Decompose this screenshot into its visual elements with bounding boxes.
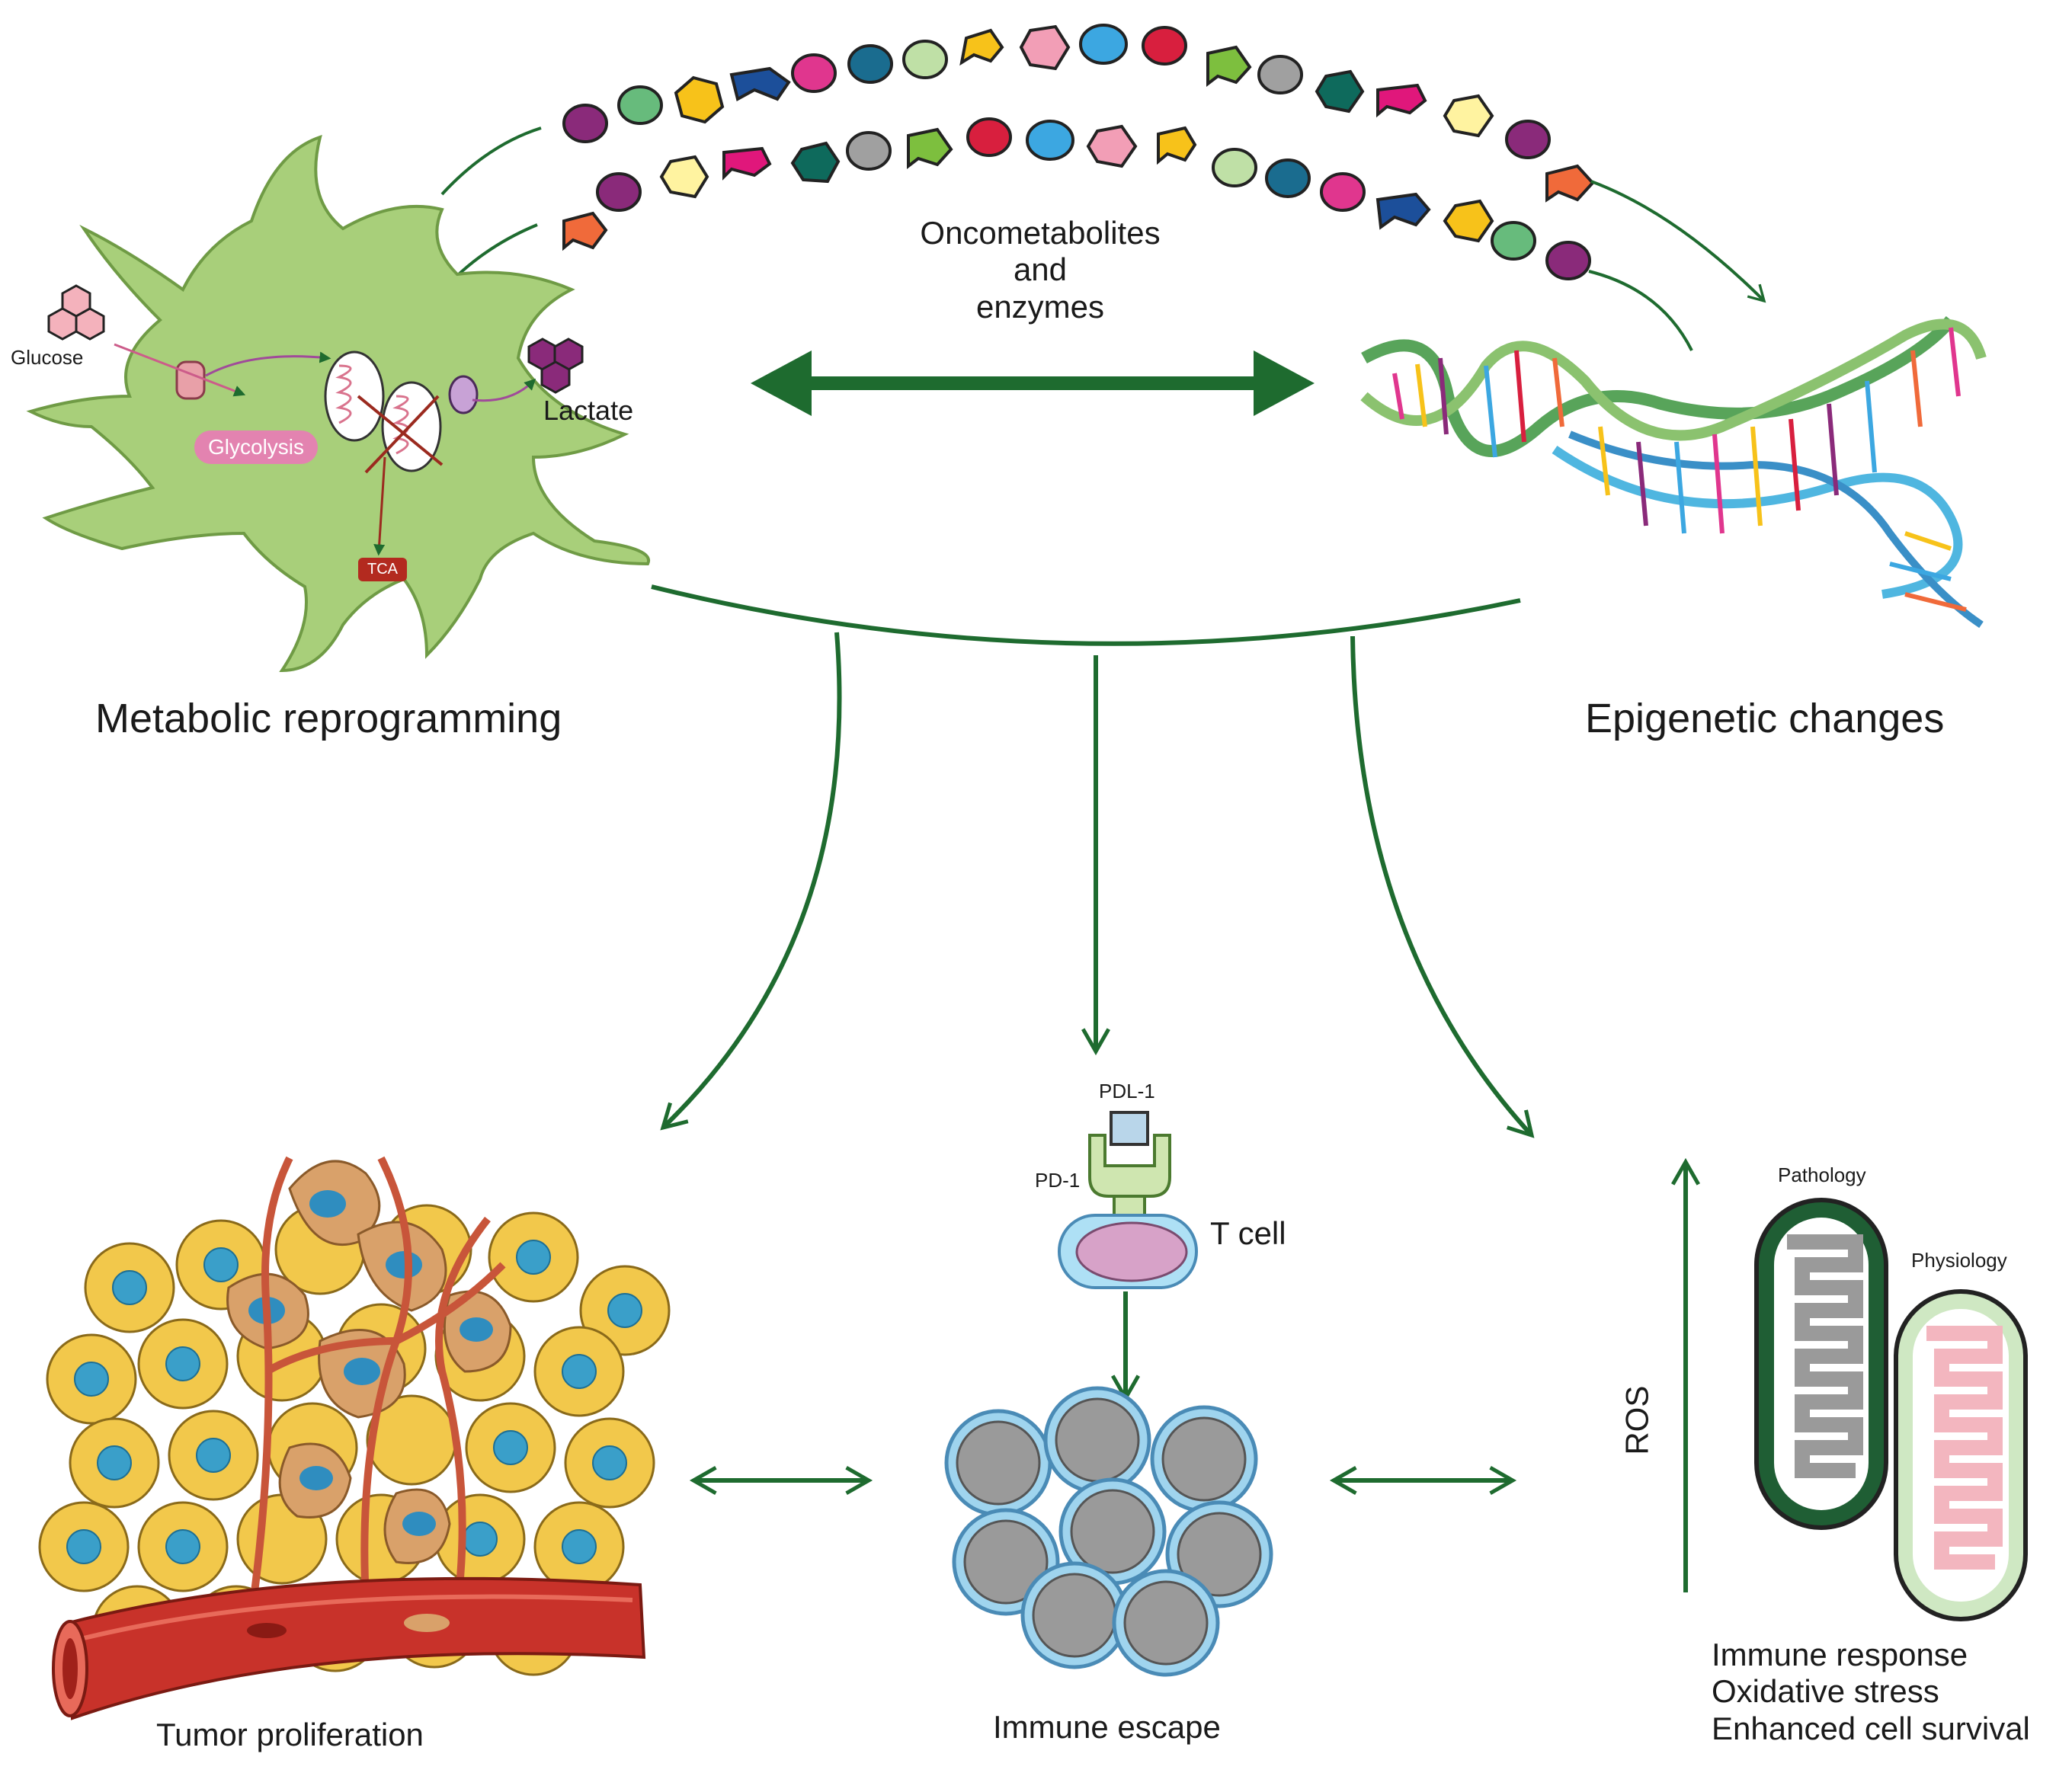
pathology-label: Pathology <box>1778 1163 1866 1186</box>
immune-escape-label: Immune escape <box>993 1709 1221 1745</box>
oncometabolite-chain-outer <box>562 24 1595 203</box>
outcome-oxidative-stress: Oxidative stress <box>1712 1673 1939 1710</box>
glucose-label: Glucose <box>11 346 84 369</box>
glycolysis-label: Glycolysis <box>194 430 319 464</box>
metabolic-cell <box>26 134 651 673</box>
pdl1-label: PDL-1 <box>1099 1080 1155 1103</box>
outcome-immune-response: Immune response <box>1712 1637 1968 1672</box>
lactate-icon <box>527 338 584 394</box>
metabolic-reprogramming-label: Metabolic reprogramming <box>95 696 562 741</box>
epigenetic-changes-label: Epigenetic changes <box>1585 696 1945 741</box>
oncometabolites-line-3: enzymes <box>975 288 1105 325</box>
oncometabolites-line-1: Oncometabolites <box>920 215 1161 251</box>
oncometabolite-chain-inner <box>562 117 1591 280</box>
pd1-label: PD-1 <box>1035 1169 1081 1192</box>
oncometabolites-line-2: and <box>1013 251 1068 288</box>
main-double-arrow <box>751 350 1315 416</box>
dna-helix-icon <box>1360 315 1987 629</box>
physiology-label: Physiology <box>1911 1249 2007 1272</box>
tumor-proliferation-label: Tumor proliferation <box>156 1717 424 1752</box>
t-cell-icon <box>1058 1111 1198 1289</box>
mitochondria-icon <box>1754 1198 2028 1621</box>
t-cell-label: T cell <box>1210 1215 1286 1251</box>
oncometabolites-title: Oncometabolites and enzymes <box>903 215 1177 325</box>
glucose-icon <box>47 284 105 341</box>
blood-vessel <box>52 1576 646 1720</box>
tca-label: TCA <box>358 558 407 581</box>
branch-arrows <box>651 584 1700 1592</box>
lactate-label: Lactate <box>543 395 634 426</box>
ros-label: ROS <box>1619 1385 1655 1455</box>
immune-escape-cells <box>944 1386 1273 1677</box>
outcome-enhanced-cell-survival: Enhanced cell survival <box>1712 1710 2030 1746</box>
outcomes-list: Immune response Oxidative stress Enhance… <box>1712 1637 2030 1747</box>
